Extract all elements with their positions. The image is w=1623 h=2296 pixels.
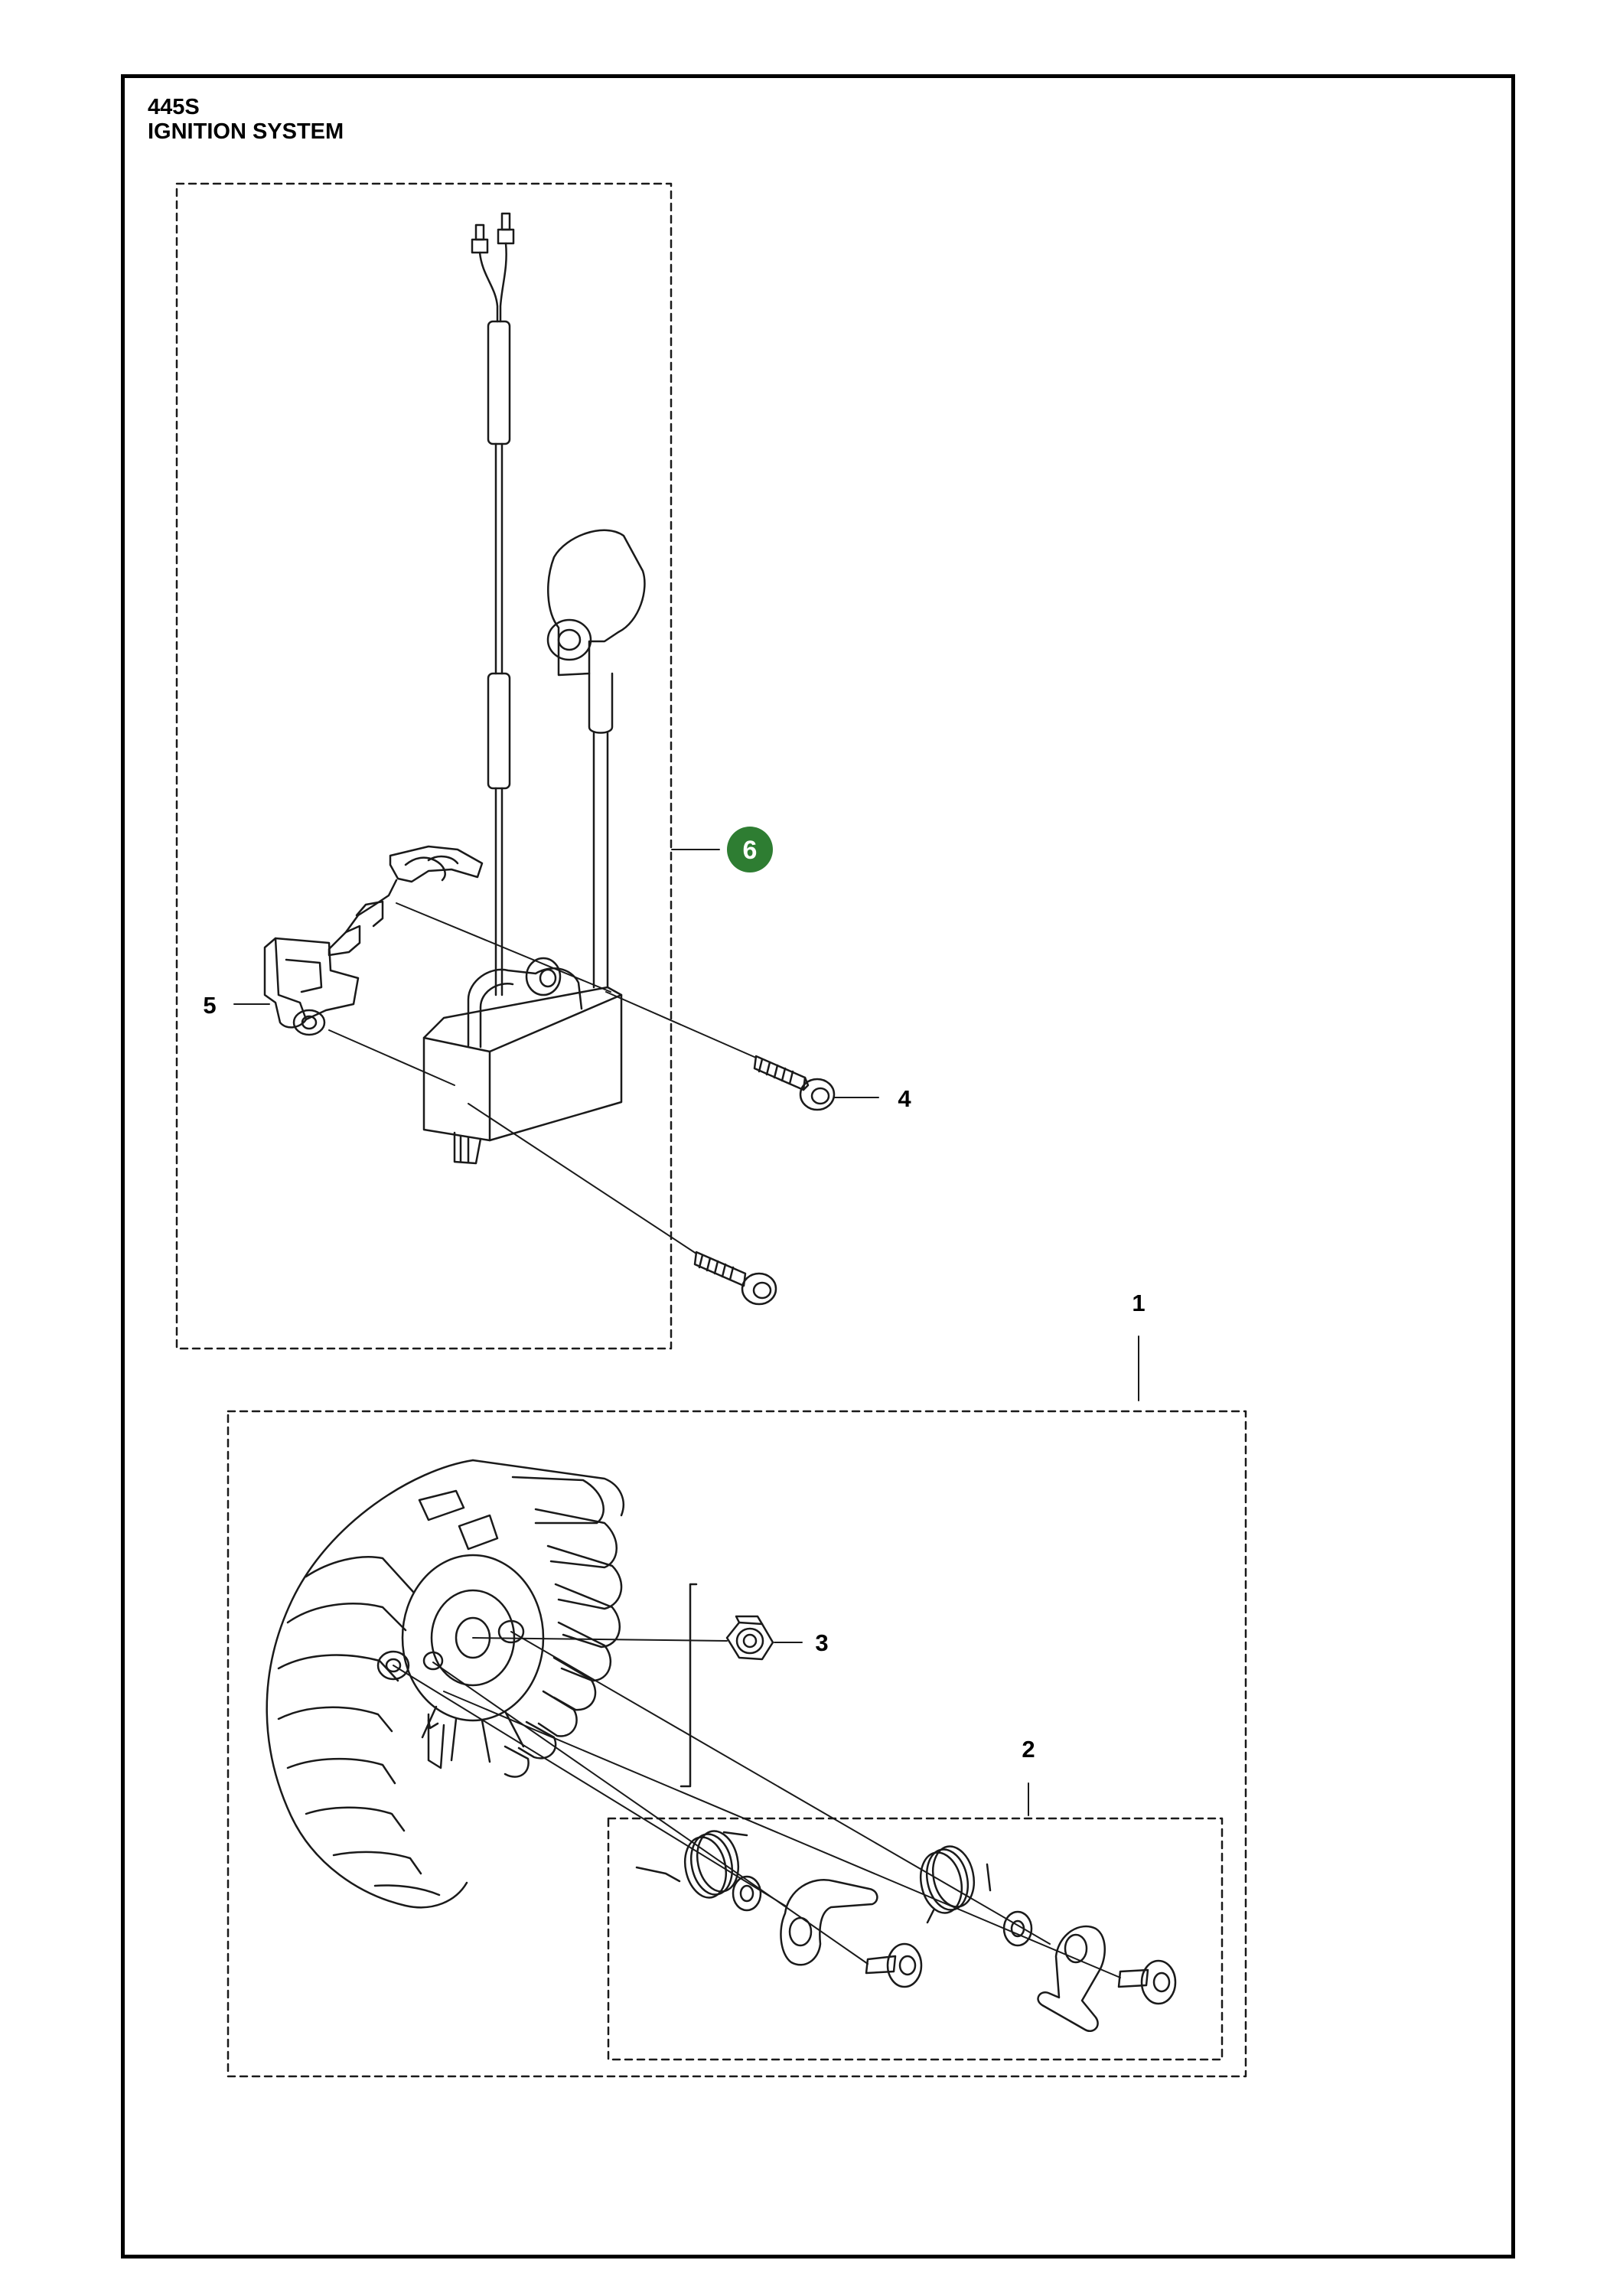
leader-lines: [233, 849, 1139, 1816]
pawl-screw-right: [1117, 1959, 1177, 2005]
spring-right: [919, 1845, 992, 1924]
callout-6: 6: [743, 836, 758, 865]
pawl-right: [1037, 1925, 1106, 2032]
assembly-lines: [328, 902, 1121, 1978]
ignition-module-group-box: [175, 182, 673, 1350]
screw-lower: [693, 1251, 777, 1306]
flywheel-group-box: [227, 1410, 1247, 2078]
callout-3: 3: [815, 1629, 828, 1656]
ignition-module: [422, 212, 646, 1165]
pawl-kit-group-box: [607, 1817, 1224, 2061]
flywheel-nut: [725, 1615, 774, 1661]
washer-left: [732, 1875, 762, 1912]
pawl-screw-left: [865, 1942, 923, 1988]
flywheel: [266, 1459, 625, 1909]
model-title: 445S: [148, 95, 200, 119]
callout-6-badge: [727, 827, 773, 872]
page-frame: [121, 74, 1515, 2258]
callout-1: 1: [1132, 1290, 1145, 1316]
washer-right: [1002, 1910, 1033, 1947]
section-title: IGNITION SYSTEM: [148, 119, 344, 144]
nut-leader-bracket: [680, 1583, 698, 1788]
callout-5: 5: [203, 992, 216, 1019]
wire-bracket: [263, 845, 484, 1036]
callout-2: 2: [1022, 1736, 1035, 1763]
pawl-left: [780, 1879, 878, 1966]
spring-left: [635, 1830, 748, 1899]
screw-upper: [753, 1055, 836, 1111]
callout-4: 4: [898, 1085, 911, 1112]
